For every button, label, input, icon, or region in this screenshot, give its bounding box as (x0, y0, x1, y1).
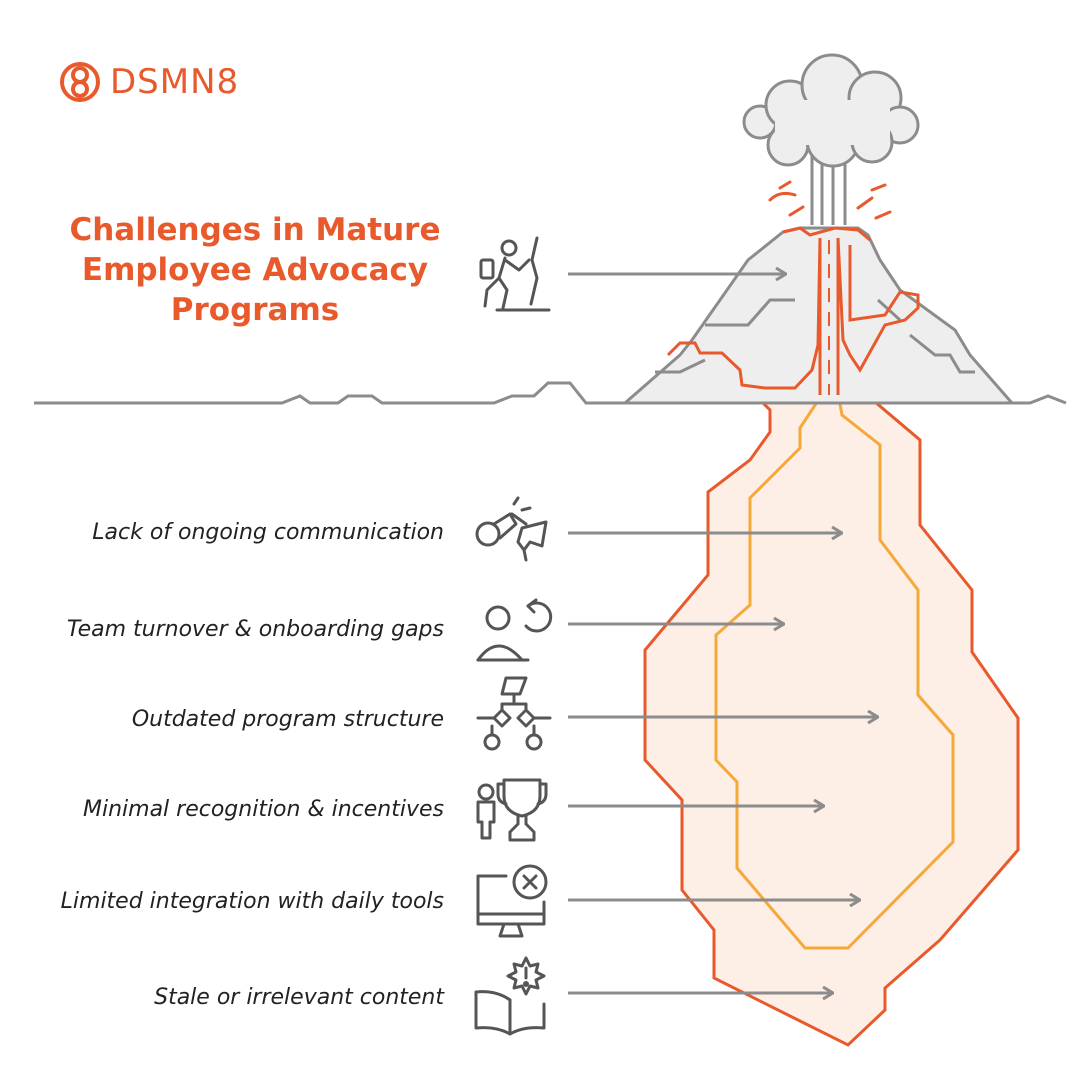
challenge-label-content: Stale or irrelevant content (154, 985, 444, 1010)
eruption-column (810, 155, 847, 225)
lava-flows (666, 226, 920, 390)
book-alert-icon (474, 956, 546, 1036)
title-line: Challenges in Mature (69, 212, 441, 248)
whistle-megaphone-icon (475, 496, 548, 562)
lava-splashes (768, 180, 892, 220)
flowchart-icon (476, 676, 552, 751)
climber-icon (479, 236, 551, 312)
ground-line (34, 381, 1067, 405)
magma-chamber-outer (643, 383, 1020, 1047)
challenge-label-structure: Outdated program structure (131, 707, 444, 732)
person-cycle-icon (476, 598, 553, 662)
magma-conduit (818, 238, 840, 395)
challenge-label-communication: Lack of ongoing communication (92, 520, 444, 545)
title-line: Employee Advocacy (81, 252, 429, 288)
challenge-label-recognition: Minimal recognition & incentives (83, 797, 444, 822)
ash-cloud-core (775, 100, 890, 145)
person-trophy-icon (476, 778, 548, 842)
magma-chamber-inner (714, 391, 955, 950)
page-title: Challenges in Mature Employee Advocacy P… (40, 210, 470, 330)
monitor-error-icon (476, 864, 548, 938)
title-line: Programs (170, 292, 340, 328)
challenge-label-turnover: Team turnover & onboarding gaps (66, 617, 444, 642)
dsmn8-logo-icon (60, 62, 100, 102)
brand-name: DSMN8 (110, 62, 240, 102)
brand-logo: DSMN8 (58, 60, 239, 104)
challenge-label-integration: Limited integration with daily tools (60, 889, 444, 914)
